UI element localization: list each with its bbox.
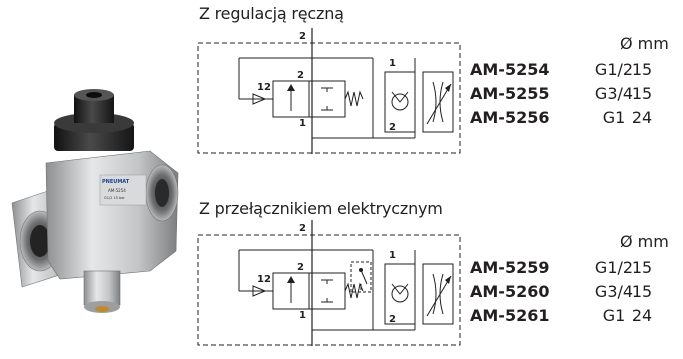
port-label-top: 2 [299,223,306,234]
diameter-header: Ø mm [620,232,669,251]
product-photo: PNEUMAT AM-5254 G1/2 15 bar [0,75,192,355]
model-code: AM-5260 [470,282,550,301]
right-port-label-bottom: 2 [389,122,396,133]
pneumatic-diagram-electric: 2 12 2 1 1 2 [193,218,465,348]
right-port-label-top: 1 [389,250,396,261]
model-code: AM-5256 [470,108,550,127]
model-code: AM-5255 [470,84,550,103]
diameter-value: 15 [631,282,653,301]
pilot-port-label: 12 [257,274,271,285]
thread-size: G1/2 [594,60,634,79]
thread-size: G1 [602,108,626,127]
diameter-value: 24 [631,306,653,325]
diameter-value: 15 [631,84,653,103]
right-port-label-bottom: 2 [389,314,396,325]
model-code: AM-5254 [470,60,550,79]
thread-size: G3/4 [594,282,634,301]
diameter-value: 24 [631,108,653,127]
photo-logo-text: PNEUMAT [102,179,130,185]
thread-size: G1/2 [594,258,634,277]
section-title-manual: Z regulacją ręczną [199,4,344,23]
port-label-top: 2 [299,31,306,42]
thread-size: G3/4 [594,84,634,103]
pneumatic-diagram-manual: 2 12 2 1 1 2 [193,26,465,156]
valve-port-label-lower: 1 [299,310,306,321]
valve-port-label-lower: 1 [299,118,306,129]
pilot-port-label: 12 [257,82,271,93]
diameter-value: 15 [631,258,653,277]
photo-spec-text: G1/2 15 bar [104,196,125,200]
model-code: AM-5259 [470,258,550,277]
valve-port-label-upper: 2 [297,70,304,81]
thread-size: G1 [602,306,626,325]
valve-port-label-upper: 2 [297,262,304,273]
diameter-header: Ø mm [620,34,669,53]
right-port-label-top: 1 [389,58,396,69]
section-title-electric: Z przełącznikiem elektrycznym [199,199,443,218]
photo-model-text: AM-5254 [108,188,126,193]
model-code: AM-5261 [470,306,550,325]
diameter-value: 15 [631,60,653,79]
